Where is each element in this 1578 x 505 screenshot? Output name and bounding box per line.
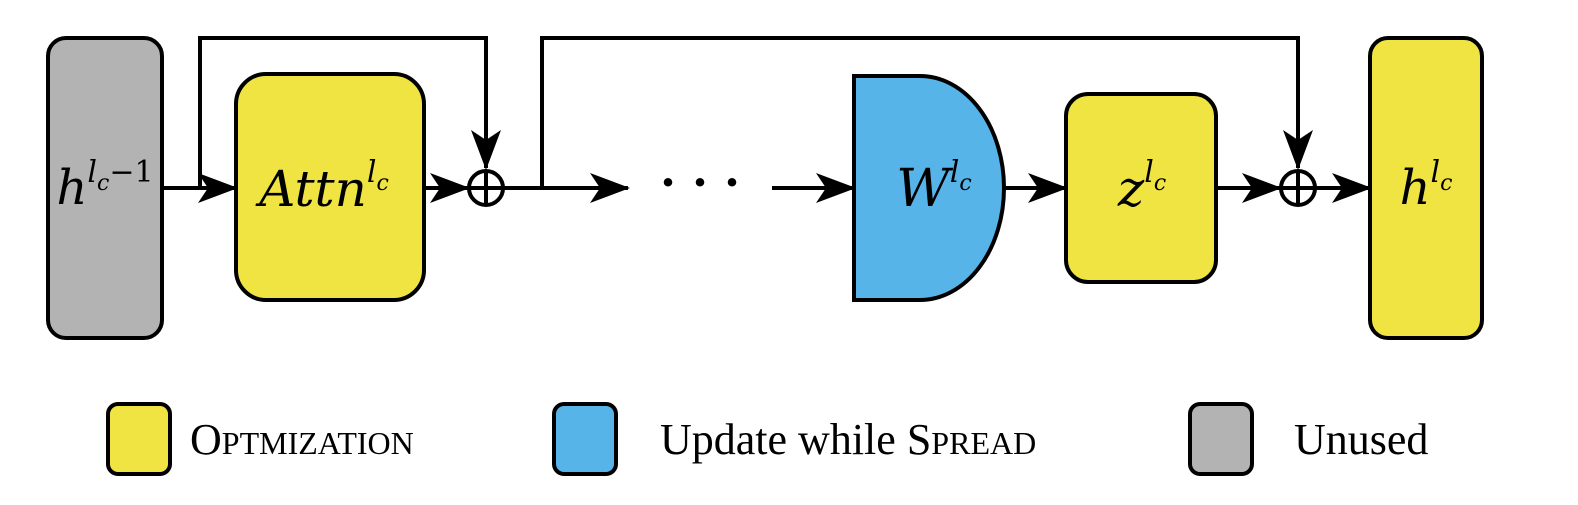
z-label: zlc	[1117, 155, 1166, 218]
legend-swatch-unused	[1188, 402, 1254, 476]
w-label: Wlc	[896, 155, 971, 219]
legend-label-unused: Unused	[1294, 415, 1428, 464]
plus-node-1	[467, 169, 505, 207]
w-block	[852, 74, 1006, 302]
skip-connection-1	[198, 36, 501, 188]
h-out-label: hlc	[1400, 155, 1453, 216]
attn-label: Attnlc	[255, 155, 389, 218]
skip-connection-2	[540, 36, 1313, 188]
plus-node-2	[1279, 169, 1317, 207]
ellipsis: · · ·	[660, 155, 740, 209]
legend-swatch-update	[552, 402, 618, 476]
legend-swatch-optimization	[106, 402, 172, 476]
legend: Optmization Update while Spread Unused	[106, 402, 1428, 476]
h-prev-label: hlc−1	[56, 155, 153, 216]
legend-label-update: Update while Spread	[660, 415, 1036, 464]
legend-label-optimization: Optmization	[190, 415, 414, 464]
